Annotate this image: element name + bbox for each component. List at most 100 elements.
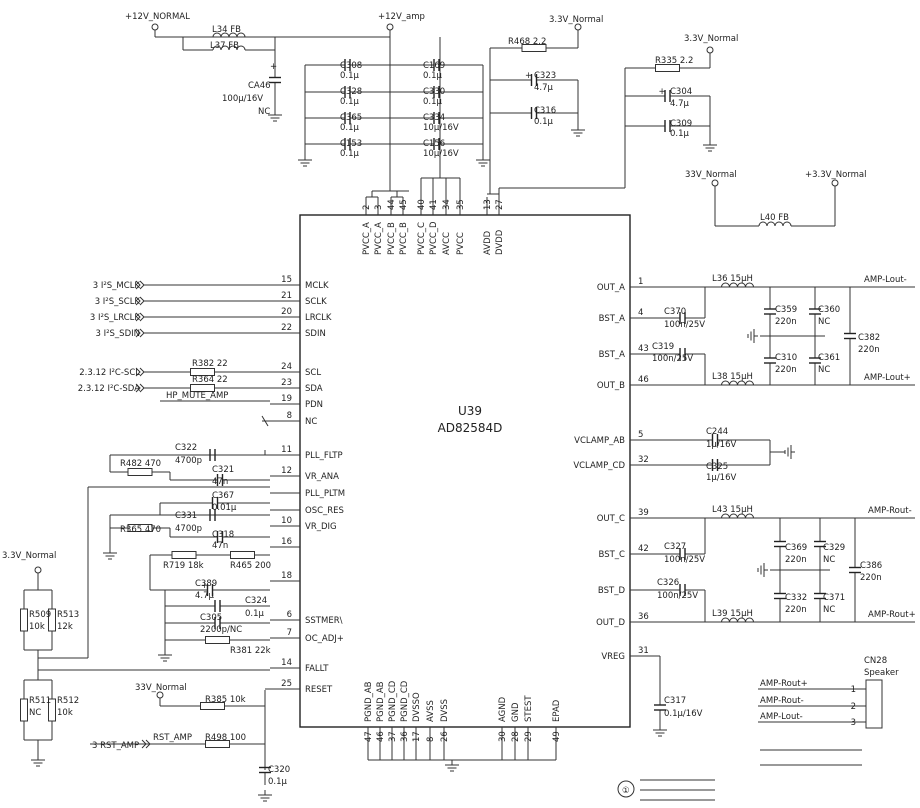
pin-name: BST_A <box>599 350 626 360</box>
pin-number: 10 <box>281 516 292 526</box>
resistor-body <box>205 740 230 748</box>
value-c317: 0.1μ/16V <box>664 709 703 719</box>
inductor-coil <box>721 282 754 288</box>
pin-name: SCL <box>305 368 321 378</box>
label-c371: C371 <box>823 593 845 603</box>
label-c326: C326 <box>657 578 679 588</box>
pin-number: 35 <box>456 199 466 210</box>
resistor-body <box>20 608 28 632</box>
pin-number: 40 <box>417 199 427 210</box>
rail-label: 33V_Normal <box>135 683 187 693</box>
rail-label: 33V_Normal <box>685 170 737 180</box>
rail-label: +12V_NORMAL <box>125 12 190 22</box>
value-c334: 10μ/16V <box>423 123 459 133</box>
pin-number: 14 <box>281 658 292 668</box>
label-l38: L38 15μH <box>712 372 753 382</box>
value-c370: 100n/25V <box>664 320 705 330</box>
label-l40: L40 FB <box>760 213 789 223</box>
label-r365: R365 470 <box>120 525 161 535</box>
value-c316: 0.1μ <box>534 117 554 127</box>
wire <box>261 415 269 427</box>
inductor-coil <box>212 32 246 38</box>
connector-net: AMP-Rout- <box>760 696 804 706</box>
connector-net: AMP-Rout+ <box>760 679 808 689</box>
signal-label: RST_AMP <box>153 733 192 743</box>
value-c324: 0.1μ <box>245 609 265 619</box>
pin-number: 5 <box>638 430 643 440</box>
value-c382: 220n <box>858 345 880 355</box>
signal-label: HP_MUTE_AMP <box>166 391 228 401</box>
pin-name: PVCC_C <box>417 222 427 255</box>
polarity-mark: + <box>525 71 532 81</box>
signal-arrow-icon <box>141 739 151 749</box>
inductor-coil <box>721 513 754 519</box>
connector-pin-number: 3 <box>851 718 856 728</box>
pin-name: AVDD <box>483 230 493 255</box>
value-c327: 100n/25V <box>664 555 705 565</box>
pin-number: 15 <box>281 275 292 285</box>
value-c328: 0.1μ <box>340 97 360 107</box>
value-c325: 1μ/16V <box>706 473 736 483</box>
pin-name: BST_A <box>599 314 626 324</box>
value-c361: NC <box>818 365 830 375</box>
power-port-icon <box>711 179 719 187</box>
resistor-body <box>127 468 153 476</box>
label-c244: C244 <box>706 427 728 437</box>
value-c322: 4700p <box>175 456 202 466</box>
output-label: AMP-Rout- <box>868 506 912 516</box>
label-c310: C310 <box>775 353 797 363</box>
ground-symbol <box>703 140 717 152</box>
pin-number: 44 <box>387 199 397 210</box>
value-c386: 220n <box>860 573 882 583</box>
value-ca46-nc: NC <box>258 107 270 117</box>
ground-symbol <box>784 445 795 459</box>
pin-name: PDN <box>305 400 323 410</box>
label-l37: L37 FB <box>210 41 239 51</box>
label-r468: R468 2.2 <box>508 37 546 47</box>
ground-symbol <box>258 790 272 802</box>
value-c320: 0.1μ <box>268 777 288 787</box>
label-r482: R482 470 <box>120 459 161 469</box>
label-c370: C370 <box>664 307 686 317</box>
label-c365: C365 <box>340 113 362 123</box>
rail-label: 3.3V_Normal <box>2 551 56 561</box>
power-port-icon <box>706 46 714 54</box>
label-r513: R513 <box>57 610 79 620</box>
power-port-icon <box>151 23 159 31</box>
pin-number: 36 <box>638 612 649 622</box>
rail-label: 3.3V_Normal <box>549 15 603 25</box>
pin-number: 20 <box>281 307 292 317</box>
power-port-icon <box>831 179 839 187</box>
pin-name: PVCC_D <box>429 221 439 255</box>
label-c323: C323 <box>534 71 556 81</box>
label-c304: C304 <box>670 87 692 97</box>
value-c369: 220n <box>785 555 807 565</box>
ground-symbol <box>31 755 45 767</box>
pin-number: 31 <box>638 646 649 656</box>
ground-symbol <box>476 155 490 167</box>
pin-name: PVCC_B <box>399 222 409 255</box>
label-c319: C319 <box>652 342 674 352</box>
label-c359: C359 <box>775 305 797 315</box>
pin-number: 46 <box>376 731 386 742</box>
pin-name: OUT_B <box>597 381 625 391</box>
pin-number: 8 <box>287 411 292 421</box>
ground-symbol <box>298 155 312 167</box>
resistor-body <box>48 608 56 632</box>
label-r381: R381 22k <box>230 646 271 656</box>
pin-number: 41 <box>429 199 439 210</box>
ground-symbol <box>103 548 117 560</box>
inductor-coil <box>758 221 792 227</box>
pin-name: PVCC_B <box>387 222 397 255</box>
value-c304: 4.7μ <box>670 99 690 109</box>
power-port-icon <box>34 566 42 574</box>
signal-label: 3 I²S_MCLK <box>93 281 141 291</box>
pin-number: 2 <box>362 205 372 210</box>
pin-number: 29 <box>524 731 534 742</box>
label-c316: C316 <box>534 106 556 116</box>
pin-name: PLL_FLTP <box>305 451 343 461</box>
pin-number: 12 <box>281 466 292 476</box>
label-c329: C329 <box>823 543 845 553</box>
label-c325: C325 <box>706 462 728 472</box>
pin-name: PLL_PLTM <box>305 489 345 499</box>
